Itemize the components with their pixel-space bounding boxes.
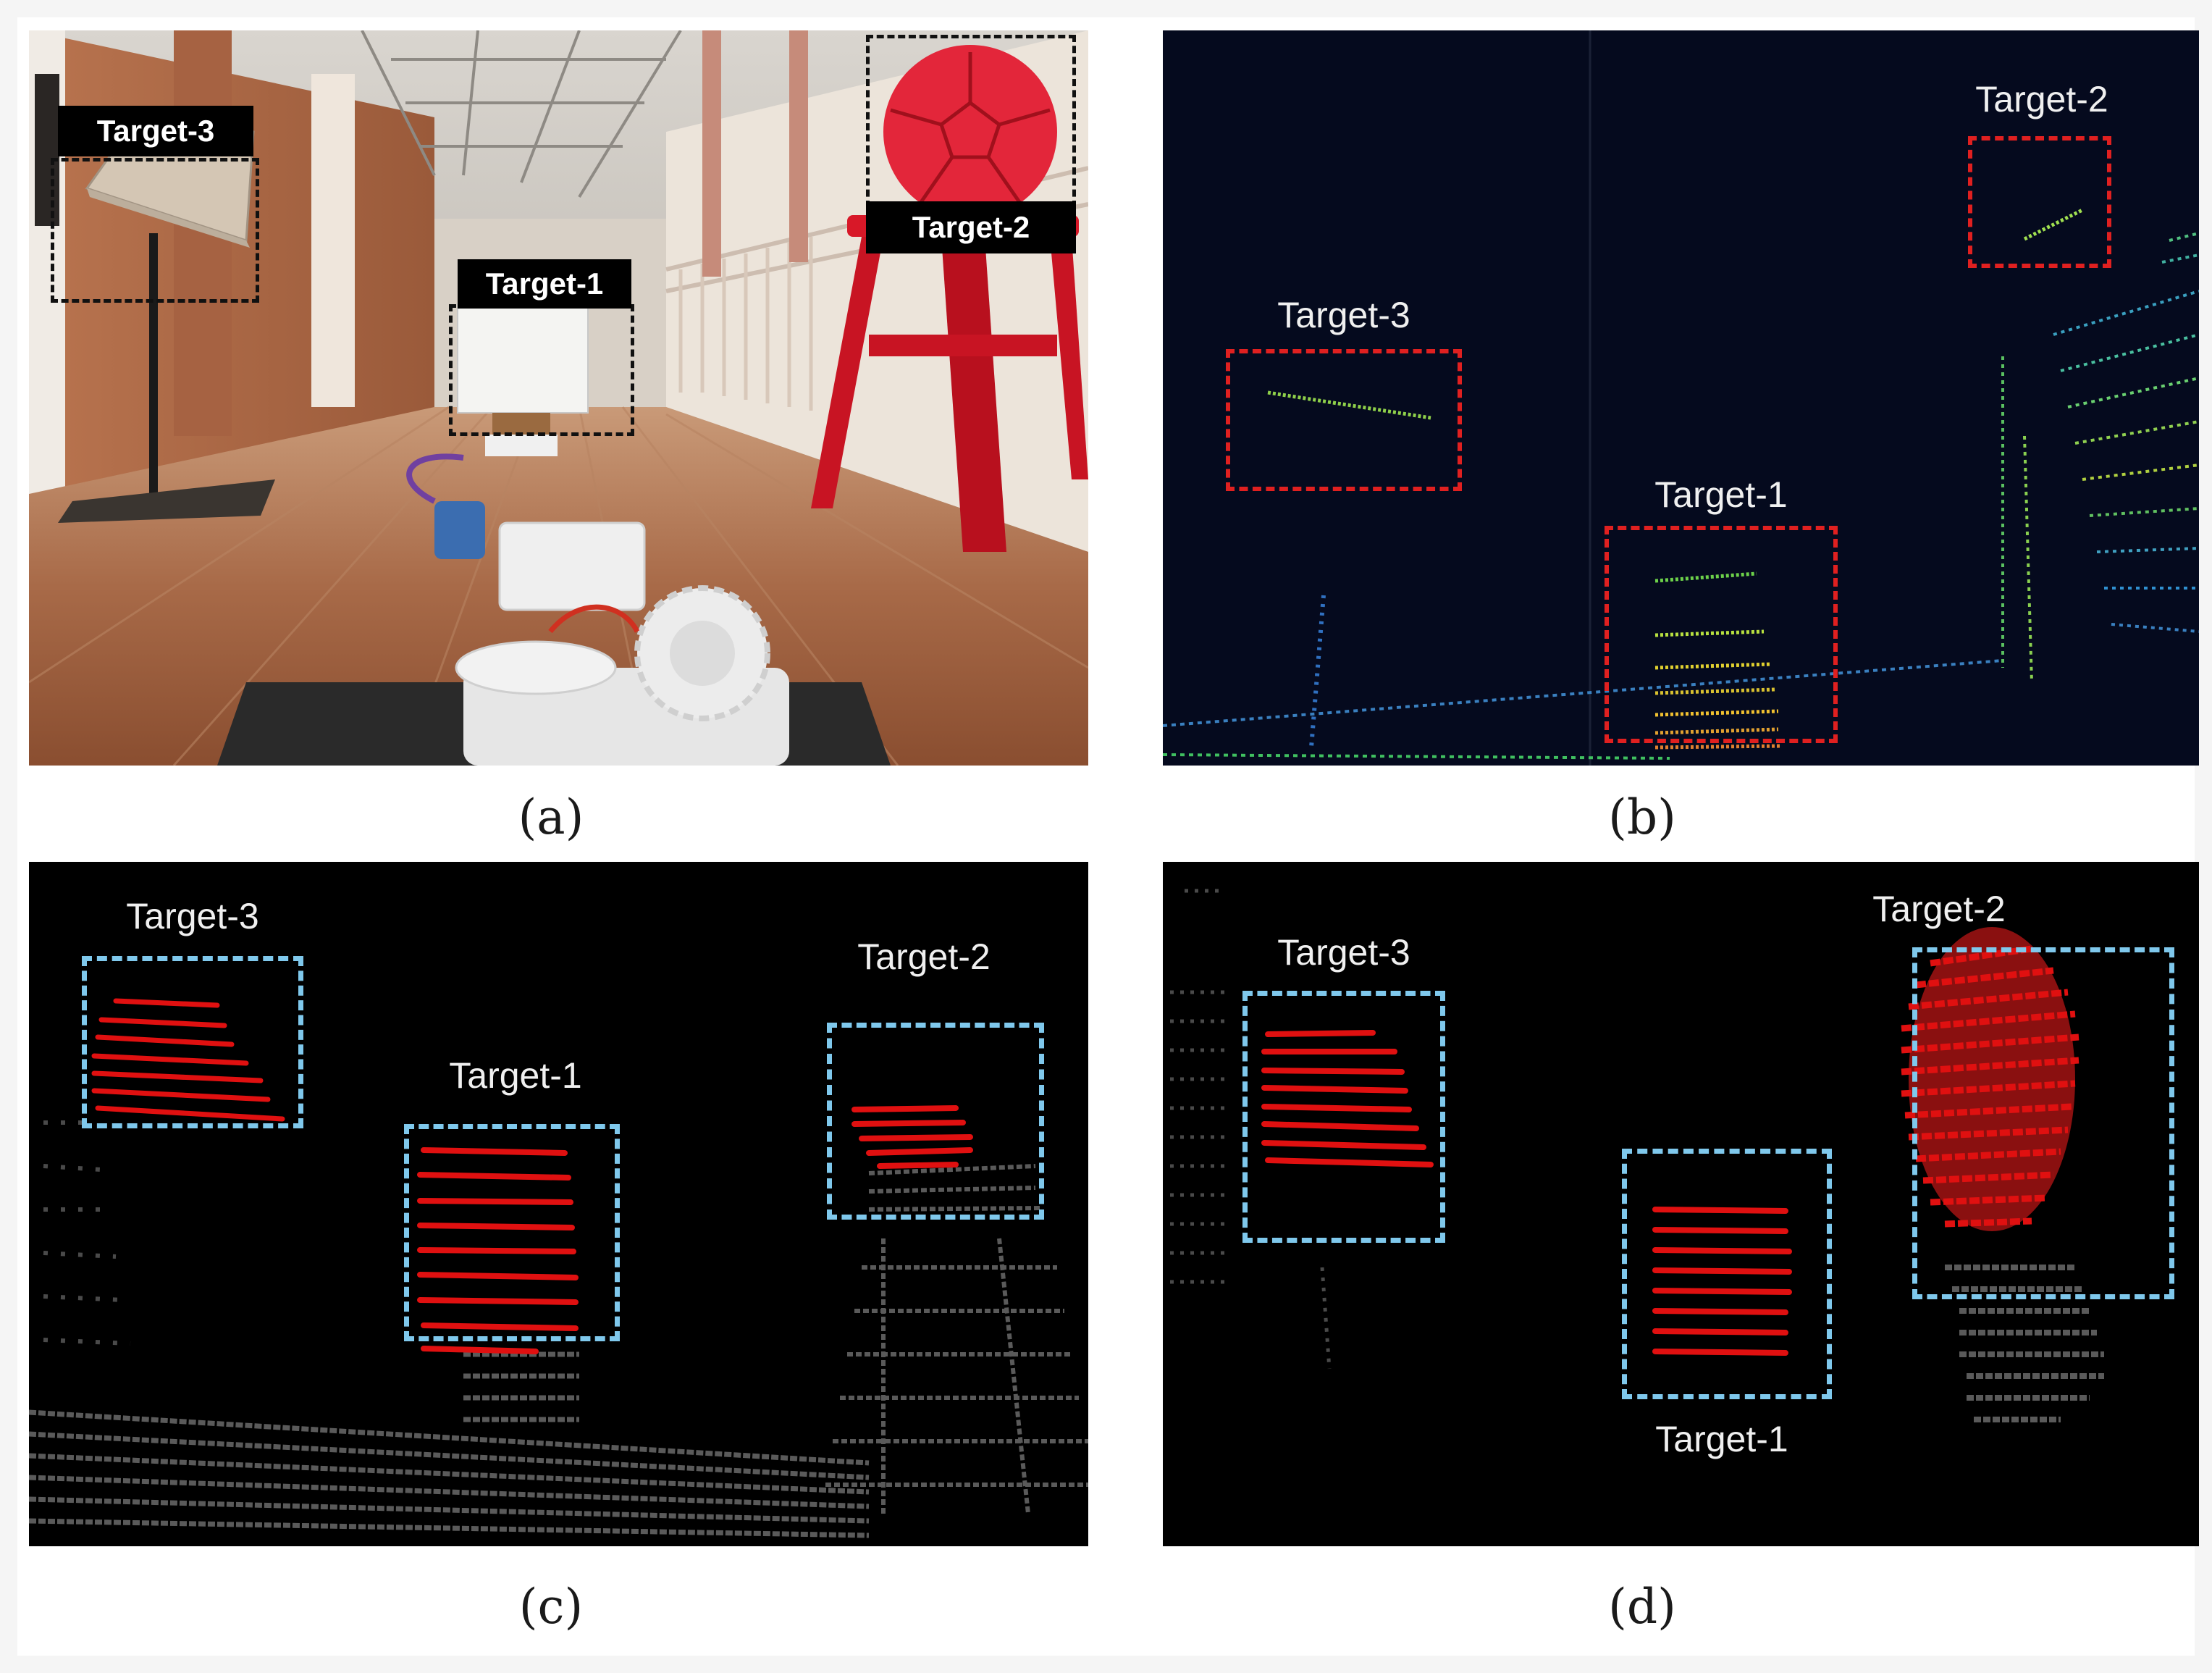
panel-b-label-target-3: Target-3 xyxy=(1277,295,1410,335)
panel-d-scene xyxy=(1163,862,2199,1546)
balcony-column-2 xyxy=(789,30,808,262)
panel-d-label-target-3: Target-3 xyxy=(1277,932,1410,973)
ceiling-trusses xyxy=(361,30,682,198)
panel-a-label-target-3: Target-3 xyxy=(58,106,253,156)
panel-c-label-target-3: Target-3 xyxy=(126,896,259,936)
caption-a: (a) xyxy=(518,789,584,845)
panel-a-label-target-2: Target-2 xyxy=(866,201,1076,253)
caption-c: (c) xyxy=(518,1579,584,1635)
panel-c-ground-points xyxy=(29,1351,870,1538)
panel-b-box-target-3 xyxy=(1226,349,1462,491)
caption-d: (d) xyxy=(1608,1579,1676,1635)
panel-b-target-1-points xyxy=(1654,571,1783,750)
panel-a-label-target-2-text: Target-2 xyxy=(912,210,1030,244)
panel-a-label-target-1: Target-1 xyxy=(458,259,631,309)
balcony-balusters xyxy=(678,237,813,411)
panel-d-label-target-2: Target-2 xyxy=(1872,889,2006,929)
panel-b-right-clutter xyxy=(2001,232,2199,683)
panel-d-target-2-points xyxy=(1901,927,2079,1231)
panel-d-pointcloud xyxy=(1163,862,2199,1546)
panel-a-label-target-1-text: Target-1 xyxy=(485,267,604,301)
panel-c-stool-points xyxy=(825,1164,1088,1514)
panel-b-box-target-1 xyxy=(1605,526,1838,743)
panel-b-label-target-1: Target-1 xyxy=(1654,474,1788,515)
panel-c-target-1-points xyxy=(417,1147,579,1354)
panel-b-ground-points xyxy=(1163,659,2003,727)
panel-c-target-2-points xyxy=(851,1105,973,1169)
caption-b: (b) xyxy=(1608,789,1676,845)
panel-b-target-2-points xyxy=(2023,208,2084,241)
panel-c-box-target-3 xyxy=(82,956,303,1128)
left-window-pillar xyxy=(311,74,355,407)
panel-c-pointcloud xyxy=(29,862,1088,1546)
panel-a-box-target-1 xyxy=(449,304,634,436)
panel-b-box-target-2 xyxy=(1968,136,2111,268)
panel-d-left-scatter xyxy=(1170,889,1332,1370)
panel-d-box-target-2 xyxy=(1912,947,2174,1299)
panel-d-label-target-1: Target-1 xyxy=(1655,1419,1788,1459)
lidar-rig xyxy=(217,453,891,766)
panel-c-label-target-1: Target-1 xyxy=(449,1055,582,1096)
panel-b-lidar xyxy=(1163,30,2199,766)
panel-a-label-target-3-text: Target-3 xyxy=(96,114,215,148)
panel-c-box-target-2 xyxy=(827,1023,1044,1220)
panel-c-box-target-1 xyxy=(404,1124,620,1341)
panel-c-scene xyxy=(29,862,1088,1546)
panel-d-target-3-points xyxy=(1261,1030,1434,1167)
panel-a-box-target-3 xyxy=(51,158,259,303)
panel-b-scene xyxy=(1163,30,2199,766)
panel-c-target-3-points xyxy=(91,998,285,1122)
panel-a-scene xyxy=(29,30,1088,766)
panel-d-box-target-1 xyxy=(1622,1149,1832,1399)
panel-a-photo xyxy=(29,30,1088,766)
panel-b-target-3-points xyxy=(1267,390,1431,420)
panel-d-stool-points xyxy=(1945,1265,2104,1422)
left-board xyxy=(35,74,59,226)
panel-b-label-target-2: Target-2 xyxy=(1975,79,2108,120)
balcony-column-1 xyxy=(702,30,721,277)
panel-c-left-scatter xyxy=(43,1120,131,1346)
panel-c-label-target-2: Target-2 xyxy=(857,936,991,977)
panel-d-box-target-3 xyxy=(1242,991,1445,1243)
panel-d-target-1-points xyxy=(1652,1207,1792,1356)
target-2-object xyxy=(811,45,1088,552)
target-1-object xyxy=(457,303,589,456)
